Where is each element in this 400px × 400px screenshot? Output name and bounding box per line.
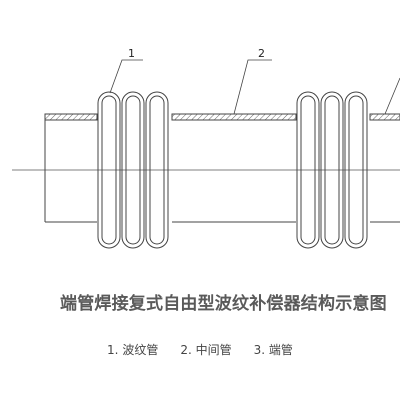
middle-pipe [171,113,297,223]
leader-lines [109,59,400,115]
left-end-pipe [44,113,98,223]
legend-label: 中间管 [195,343,232,357]
diagram-title: 端管焊接复式自由型波纹补偿器结构示意图 [60,294,387,314]
legend-label: 端管 [268,343,293,357]
legend-item-middle-pipe: 2. 中间管 [180,341,231,358]
legend-number: 1. [107,343,119,357]
legend-number: 2. [180,343,192,357]
legend: 1. 波纹管 2. 中间管 3. 端管 [0,341,400,358]
right-bellows [296,91,368,249]
left-bellows [97,91,169,249]
right-end-pipe [369,113,400,223]
legend-number: 3. [253,343,266,357]
legend-item-end-pipe: 3. 端管 [254,341,293,358]
legend-item-bellows: 1. 波纹管 [107,341,158,358]
callout-1: 1 [128,47,135,60]
callout-2: 2 [258,47,265,60]
legend-label: 波纹管 [122,343,159,357]
